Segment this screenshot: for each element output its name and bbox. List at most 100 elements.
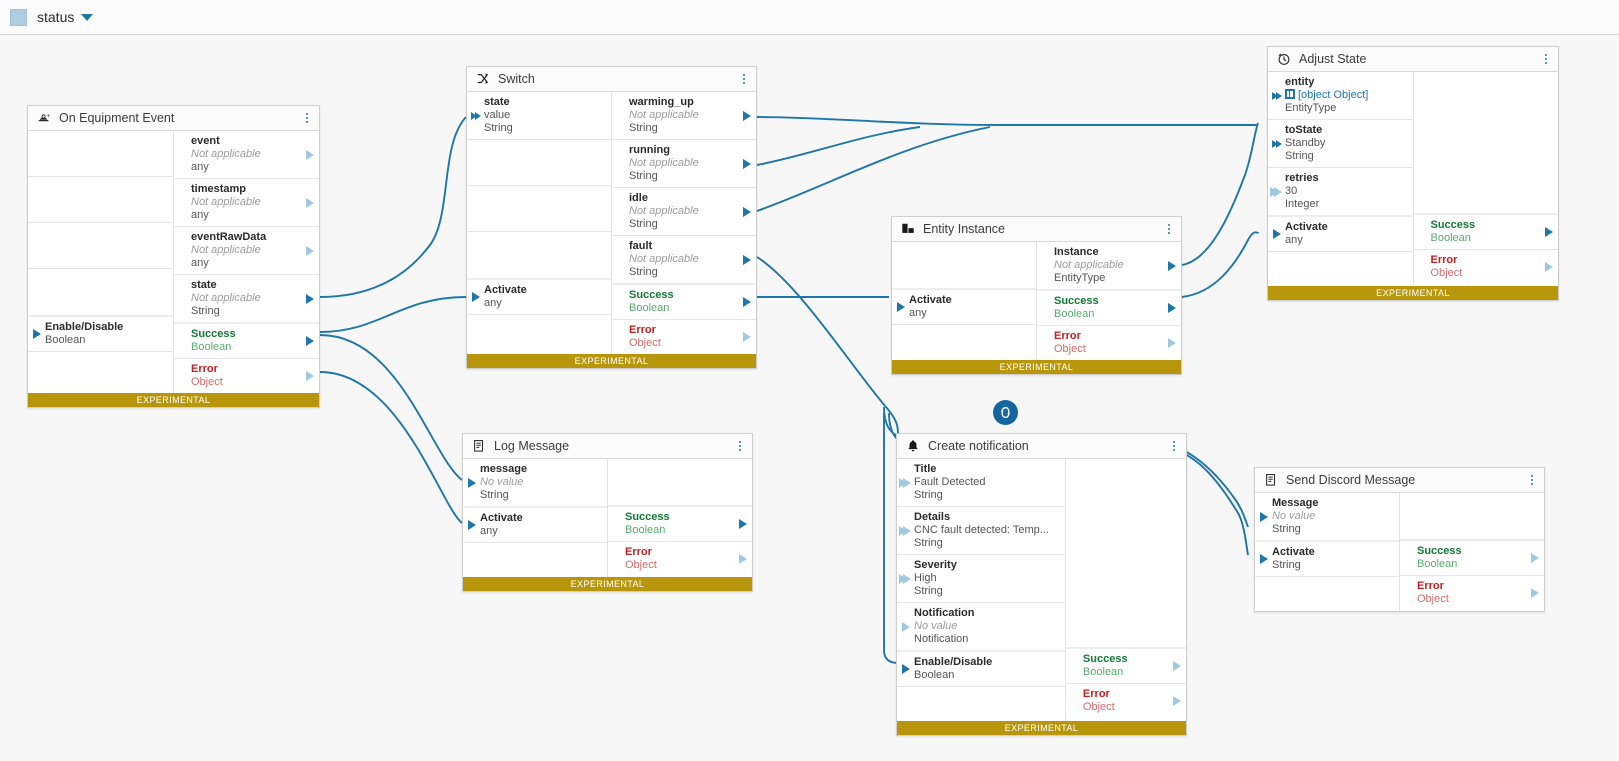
output-error[interactable]: Error Object <box>1414 250 1559 284</box>
output-port[interactable] <box>304 197 316 209</box>
chevron-down-icon[interactable] <box>81 13 94 21</box>
input-port[interactable] <box>466 519 478 531</box>
output-error[interactable]: Error Object <box>1066 684 1186 718</box>
output-running[interactable]: running Not applicable String <box>612 140 756 188</box>
output-port[interactable] <box>304 335 316 347</box>
output-error[interactable]: Error Object <box>608 542 752 576</box>
output-success[interactable]: Success Boolean <box>608 505 752 542</box>
output-port[interactable] <box>1529 552 1541 564</box>
input-port[interactable] <box>1271 138 1283 150</box>
node-header[interactable]: Entity Instance <box>892 217 1181 242</box>
input-message[interactable]: message No value String <box>463 459 607 506</box>
input-port[interactable] <box>470 291 482 303</box>
input-severity[interactable]: Severity High String <box>897 555 1065 603</box>
input-port[interactable] <box>899 573 912 585</box>
node-header[interactable]: Adjust State <box>1268 47 1558 72</box>
node-log-message[interactable]: Log Message message No value String Acti… <box>462 433 753 592</box>
output-success[interactable]: Success Boolean <box>1037 289 1181 326</box>
input-port[interactable] <box>31 328 43 340</box>
output-port[interactable] <box>304 370 316 382</box>
input-port[interactable] <box>470 110 482 122</box>
output-port[interactable] <box>1543 226 1555 238</box>
output-error[interactable]: Error Object <box>612 320 756 354</box>
input-retries[interactable]: retries 30 Integer <box>1268 168 1413 215</box>
input-state[interactable]: state value String <box>467 92 611 140</box>
node-header[interactable]: Log Message <box>463 434 752 459</box>
node-header[interactable]: Switch <box>467 67 756 92</box>
output-port[interactable] <box>1543 261 1555 273</box>
output-idle[interactable]: idle Not applicable String <box>612 188 756 236</box>
input-port[interactable] <box>1258 511 1270 523</box>
output-port[interactable] <box>737 553 749 565</box>
input-notification[interactable]: Notification No value Notification <box>897 603 1065 650</box>
input-enable-disable[interactable]: Enable/Disable Boolean <box>897 650 1065 687</box>
loop-refresh-badge[interactable] <box>993 400 1018 425</box>
node-menu-button[interactable] <box>739 72 749 86</box>
output-success[interactable]: Success Boolean <box>174 322 319 359</box>
input-activate[interactable]: Activate any <box>463 506 607 543</box>
output-port[interactable] <box>737 518 749 530</box>
output-port[interactable] <box>1529 587 1541 599</box>
output-event[interactable]: event Not applicable any <box>174 131 319 179</box>
output-eventrawdata[interactable]: eventRawData Not applicable any <box>174 227 319 275</box>
input-port[interactable] <box>900 621 912 633</box>
output-port[interactable] <box>1166 302 1178 314</box>
output-success[interactable]: Success Boolean <box>1065 647 1186 684</box>
input-entity[interactable]: entity [object Object] EntityType <box>1268 72 1413 120</box>
output-port[interactable] <box>304 293 316 305</box>
output-port[interactable] <box>1171 660 1183 672</box>
input-activate[interactable]: Activate any <box>1268 215 1413 252</box>
node-adjust-state[interactable]: Adjust State entity [object Object] Enti… <box>1267 46 1559 301</box>
input-port[interactable] <box>1258 553 1270 565</box>
node-menu-button[interactable] <box>1169 439 1179 453</box>
output-port[interactable] <box>741 296 753 308</box>
flow-canvas[interactable]: On Equipment Event Enable/Disable Boolea… <box>0 35 1619 761</box>
node-menu-button[interactable] <box>302 111 312 125</box>
node-send-discord-message[interactable]: Send Discord Message Message No value St… <box>1254 467 1545 612</box>
input-port[interactable] <box>1271 228 1283 240</box>
output-error[interactable]: Error Object <box>1400 576 1544 610</box>
input-port[interactable] <box>466 477 478 489</box>
node-on-equipment-event[interactable]: On Equipment Event Enable/Disable Boolea… <box>27 105 320 408</box>
output-port[interactable] <box>304 245 316 257</box>
output-success[interactable]: Success Boolean <box>1413 213 1558 250</box>
output-warming-up[interactable]: warming_up Not applicable String <box>612 92 756 140</box>
output-error[interactable]: Error Object <box>1037 326 1181 360</box>
input-port[interactable] <box>900 663 912 675</box>
output-success[interactable]: Success Boolean <box>612 283 756 320</box>
input-tostate[interactable]: toState Standby String <box>1268 120 1413 168</box>
output-port[interactable] <box>1171 695 1183 707</box>
input-message[interactable]: Message No value String <box>1255 493 1399 540</box>
input-port[interactable] <box>899 477 912 489</box>
output-port[interactable] <box>741 206 753 218</box>
tab-label[interactable]: status <box>37 9 75 25</box>
input-port[interactable] <box>1270 186 1283 198</box>
output-fault[interactable]: fault Not applicable String <box>612 236 756 283</box>
input-activate[interactable]: Activate String <box>1255 540 1399 577</box>
output-port[interactable] <box>741 331 753 343</box>
output-port[interactable] <box>1166 337 1178 349</box>
input-title[interactable]: Title Fault Detected String <box>897 459 1065 507</box>
output-port[interactable] <box>741 158 753 170</box>
output-state[interactable]: state Not applicable String <box>174 275 319 322</box>
output-port[interactable] <box>741 110 753 122</box>
node-menu-button[interactable] <box>1164 222 1174 236</box>
node-header[interactable]: Create notification <box>897 434 1186 459</box>
input-port[interactable] <box>899 525 912 537</box>
output-port[interactable] <box>1166 260 1178 272</box>
output-port[interactable] <box>304 149 316 161</box>
node-menu-button[interactable] <box>1527 473 1537 487</box>
node-entity-instance[interactable]: Entity Instance Activate any Instance No… <box>891 216 1182 375</box>
node-header[interactable]: Send Discord Message <box>1255 468 1544 493</box>
node-menu-button[interactable] <box>1541 52 1551 66</box>
output-timestamp[interactable]: timestamp Not applicable any <box>174 179 319 227</box>
input-details[interactable]: Details CNC fault detected: Temp... Stri… <box>897 507 1065 555</box>
node-header[interactable]: On Equipment Event <box>28 106 319 131</box>
node-menu-button[interactable] <box>735 439 745 453</box>
input-activate[interactable]: Activate any <box>467 278 611 315</box>
output-port[interactable] <box>741 254 753 266</box>
output-error[interactable]: Error Object <box>174 359 319 393</box>
output-success[interactable]: Success Boolean <box>1400 539 1544 576</box>
node-create-notification[interactable]: Create notification Title Fault Detected… <box>896 433 1187 736</box>
input-enable-disable[interactable]: Enable/Disable Boolean <box>28 315 173 352</box>
